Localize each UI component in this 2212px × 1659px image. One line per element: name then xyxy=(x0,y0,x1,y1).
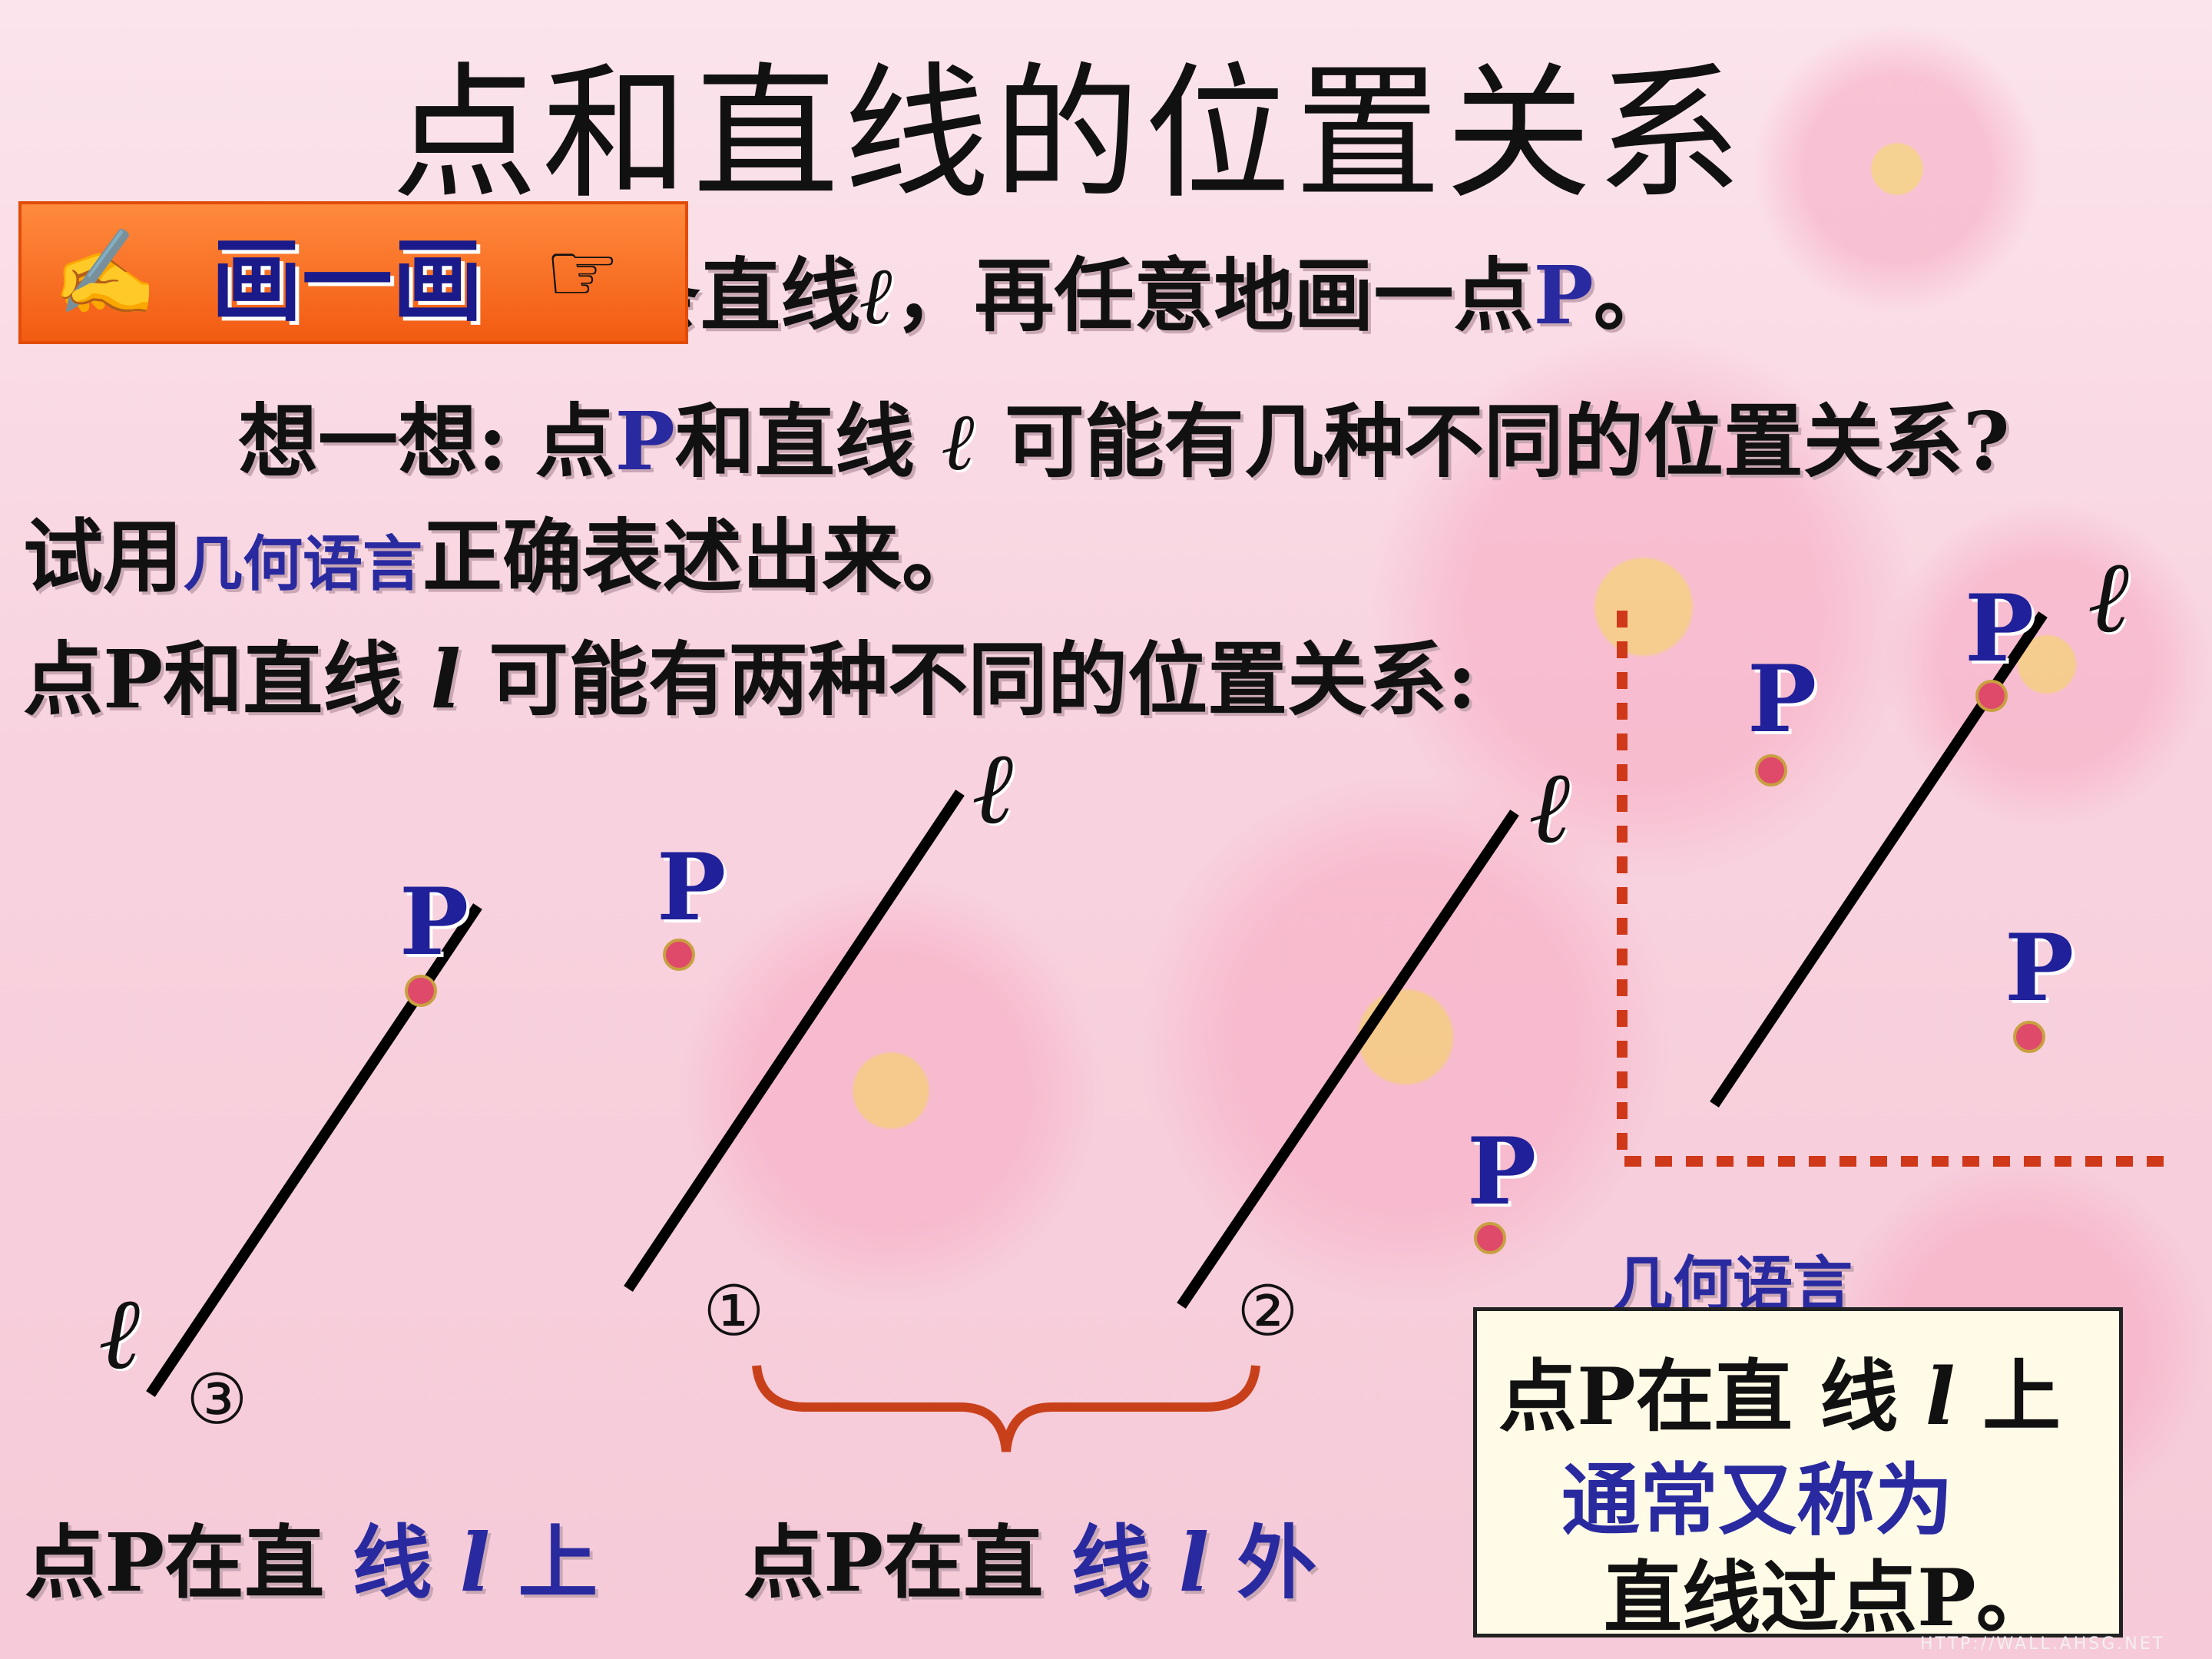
point-dot xyxy=(1975,680,2008,712)
page-title: 点和直线的位置关系 xyxy=(392,49,1747,219)
background-flower xyxy=(676,876,1106,1306)
case-marker-3: ③ xyxy=(186,1359,248,1440)
info-row-3: 直线过点P。 xyxy=(1604,1552,2055,1644)
draw-badge: ✍ 画一画 ☞ xyxy=(18,201,688,344)
dashed-frame xyxy=(1617,611,2174,1167)
line-symbol: ℓ xyxy=(942,394,977,488)
point-label: P xyxy=(399,868,469,976)
instruction-think-text: 可能有几种不同的位置关系? xyxy=(1004,394,2010,488)
instruction-think-text: 想一想: 点 xyxy=(238,394,615,488)
info-row-2: 通常又称为 xyxy=(1561,1455,1953,1547)
point-dot xyxy=(405,975,437,1007)
caption-point-off-line: 点P在直 线 l 外 xyxy=(743,1498,1316,1614)
line-label: ℓ xyxy=(972,730,1014,846)
point-label: P xyxy=(1747,645,1817,753)
line-symbol: l xyxy=(430,632,461,727)
line-label: ℓ xyxy=(98,1275,141,1392)
caption-text: 上 xyxy=(518,1515,598,1610)
instruction-express-text: 正确表述出来。 xyxy=(422,509,982,604)
line-symbol: l xyxy=(1178,1515,1210,1610)
line-symbol: l xyxy=(459,1515,491,1610)
answer-text: 可能有两种不同的位置关系: xyxy=(488,632,1477,727)
info-text: 线 xyxy=(1820,1351,1899,1443)
info-text: 点P在直 xyxy=(1498,1351,1793,1443)
background-flower xyxy=(1751,23,2043,315)
info-text: 上 xyxy=(1982,1351,2061,1443)
line-label: ℓ xyxy=(1528,749,1571,866)
point-dot xyxy=(663,939,695,971)
caption-text: 线 xyxy=(352,1515,432,1610)
point-symbol: P xyxy=(614,394,675,488)
instruction-express-text: 试用 xyxy=(23,509,184,604)
caption-text: 点P在直 xyxy=(743,1515,1044,1610)
caption-text: 外 xyxy=(1237,1515,1317,1610)
background-flower xyxy=(1137,768,1674,1306)
geometry-language-highlight: 几何语言 xyxy=(183,529,423,599)
point-label: P xyxy=(2005,914,2075,1022)
line-symbol: l xyxy=(1925,1351,1955,1443)
line-symbol: ℓ xyxy=(860,248,895,343)
line-label: ℓ xyxy=(2089,538,2132,655)
point-dot xyxy=(2013,1021,2045,1053)
brace xyxy=(752,1365,1260,1452)
caption-text: 点P在直 xyxy=(25,1515,325,1610)
point-symbol: P xyxy=(1533,248,1594,343)
point-dot xyxy=(1755,754,1787,786)
point-label: P xyxy=(1467,1118,1537,1226)
caption-point-on-line: 点P在直 线 l 上 xyxy=(25,1498,598,1614)
info-box: 点P在直 线 l 上 通常又称为 直线过点P。 xyxy=(1473,1307,2123,1644)
answer-statement: 点P和直线 l 可能有两种不同的位置关系: xyxy=(23,614,1477,730)
pencil-icon: ✍ xyxy=(52,223,157,322)
pointing-hand-icon: ☞ xyxy=(544,224,621,322)
badge-label: 画一画 xyxy=(210,227,483,334)
case-marker-2: ② xyxy=(1237,1271,1299,1352)
line-case-1 xyxy=(624,790,965,1292)
point-label: P xyxy=(1965,575,2035,683)
instruction-draw-text: ，再任意地画一点 xyxy=(894,248,1534,343)
watermark: HTTP://WALL.AHSG.NET xyxy=(1920,1634,2166,1654)
case-marker-1: ① xyxy=(703,1271,765,1352)
answer-text: 点P和直线 xyxy=(23,632,403,727)
instruction-express: 试用几何语言正确表述出来。 xyxy=(23,492,982,608)
instruction-draw-text: 。 xyxy=(1593,248,1674,343)
point-label: P xyxy=(657,833,727,942)
caption-text: 线 xyxy=(1071,1515,1151,1610)
info-row-1: 点P在直 线 l 上 xyxy=(1498,1334,2061,1447)
instruction-think-text: 和直线 xyxy=(674,394,915,488)
instruction-think: 想一想: 点P和直线 ℓ 可能有几种不同的位置关系? xyxy=(238,376,2010,492)
line-case-2 xyxy=(1177,810,1519,1309)
point-dot xyxy=(1474,1222,1506,1254)
